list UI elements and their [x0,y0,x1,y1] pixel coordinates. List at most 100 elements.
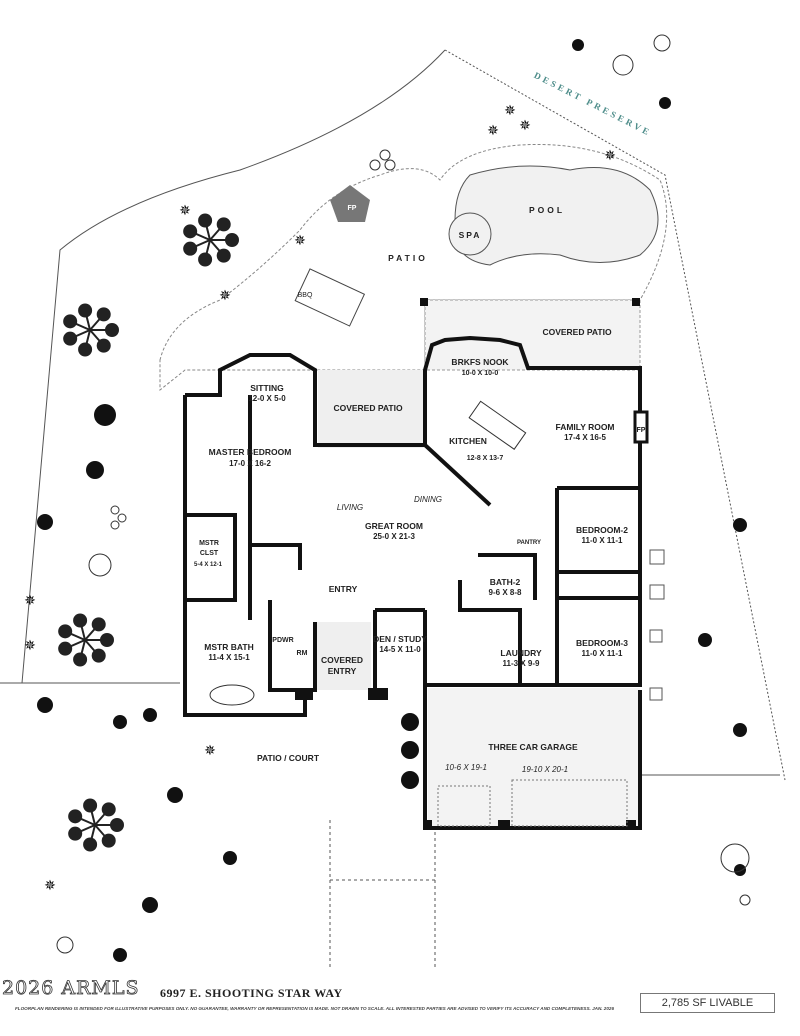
shrub-icon [37,514,53,530]
bathtub [209,684,255,706]
bedroom3-size: 11-0 X 11-1 [581,649,623,658]
master-bedroom-label: MASTER BEDROOM [208,447,292,457]
spa [448,212,492,256]
shrub-icon [37,697,53,713]
shrub-icon [698,633,712,647]
covered-entry-area [316,622,371,690]
garage-size-2: 19-10 X 20-1 [521,765,569,774]
spiky-plant-icon: ✵ [44,877,56,893]
shrub-icon [401,713,419,731]
outdoor-fireplace-icon [330,185,370,222]
spiky-plant-icon: ✵ [604,147,616,163]
spiky-plant-icon: ✵ [219,287,231,303]
bbq-label: BBQ [297,292,313,299]
covered-entry-label-1: COVERED [320,655,364,665]
garage-size-1: 10-6 X 19-1 [445,763,487,772]
tree-icon [68,798,124,852]
pavers [649,549,665,701]
address-title: 6997 E. SHOOTING STAR WAY [160,986,343,1000]
plant-icon [720,843,750,873]
plant-icon [117,513,127,523]
plant-icon [612,54,634,76]
family-room-size: 17-4 X 16-5 [564,433,606,442]
spiky-plant-icon: ✵ [504,102,516,118]
master-bedroom-size: 17-0 X 16-2 [229,459,271,468]
shrub-icon [167,787,183,803]
mstr-clst-size: 5-4 X 12-1 [193,562,223,568]
tree-icon [58,613,114,667]
pool [453,165,659,266]
mstr-bath-size: 11-4 X 15-1 [208,653,250,662]
mstr-clst-label-1: MSTR [199,540,219,547]
covered-patio-mid-area [318,370,425,448]
tree-icon [63,303,119,357]
disclaimer: FLOORPLAN RENDERING IS INTENDED FOR ILLU… [15,1006,615,1011]
brkfs-nook-size: 10-0 X 10-0 [461,370,499,377]
garage-label: THREE CAR GARAGE [488,742,578,752]
entry-label: ENTRY [328,584,358,594]
bath2-size: 9-6 X 8-8 [488,588,522,597]
patio-court-label: PATIO / COURT [256,753,320,763]
great-room-size: 25-0 X 21-3 [373,532,415,541]
shrub-icon [572,39,584,51]
den-study-label: DEN / STUDY [373,634,427,644]
bedroom3-label: BEDROOM-3 [576,638,628,648]
bbq-island [294,268,366,327]
family-fireplace-icon [633,410,649,444]
kitchen-size: 12-8 X 13-7 [466,455,504,462]
shrub-icon [94,404,116,426]
bedroom2-label: BEDROOM-2 [576,525,628,535]
sitting-label: SITTING [250,383,284,393]
shrub-icon [734,864,746,876]
pdwr-rm-label-2: RM [296,650,308,657]
spiky-plant-icon: ✵ [294,232,306,248]
spiky-plant-icon: ✵ [24,592,36,608]
patio-label: PATIO [388,253,428,263]
plant-icon [379,149,391,161]
pool-label: POOL [528,205,566,215]
fp-outdoor-label: FP [347,205,357,212]
den-study-size: 14-5 X 11-0 [379,645,421,654]
shrub-icon [401,741,419,759]
plant-icon [369,159,381,171]
plant-icon [56,936,74,954]
brkfs-nook-label: BRKFS NOOK [451,357,509,367]
shrub-icon [733,518,747,532]
shrub-icon [401,771,419,789]
plant-icon [110,505,120,515]
pdwr-rm-label-1: PDWR [272,637,294,644]
plant-icon [384,159,396,171]
laundry-size: 11-3 X 9-9 [502,659,540,668]
spiky-plant-icon: ✵ [519,117,531,133]
bedroom2-size: 11-0 X 11-1 [581,536,623,545]
shrub-icon [733,723,747,737]
wall-columns [295,298,640,830]
shrub-icon [142,897,158,913]
covered-patio-rear-label: COVERED PATIO [542,327,612,337]
plant-icon [739,894,751,906]
livable-sf-badge: 2,785 SF LIVABLE [640,993,775,1013]
fp-family-label: FP [636,427,646,434]
mstr-clst-label-2: CLST [199,550,219,557]
spiky-plant-icon: ✵ [487,122,499,138]
kitchen-island [468,400,527,450]
kitchen-label: KITCHEN [449,436,487,446]
living-label: LIVING [336,503,364,512]
plant-icon [653,34,671,52]
tree-icon [183,213,239,267]
shrub-icon [113,715,127,729]
shrub-icon [223,851,237,865]
spa-label: SPA [458,230,482,240]
spiky-plant-icon: ✵ [179,202,191,218]
bath2-label: BATH-2 [489,577,521,587]
sitting-size: 12-0 X 5-0 [248,394,286,403]
spiky-plant-icon: ✵ [24,637,36,653]
shrub-icon [113,948,127,962]
garage-floor [428,688,640,828]
landscape-plants: ✵✵✵✵✵✵✵✵✵✵✵ [24,34,751,962]
shrub-icon [143,708,157,722]
covered-entry-label-2: ENTRY [327,666,357,676]
plant-icon [110,520,120,530]
